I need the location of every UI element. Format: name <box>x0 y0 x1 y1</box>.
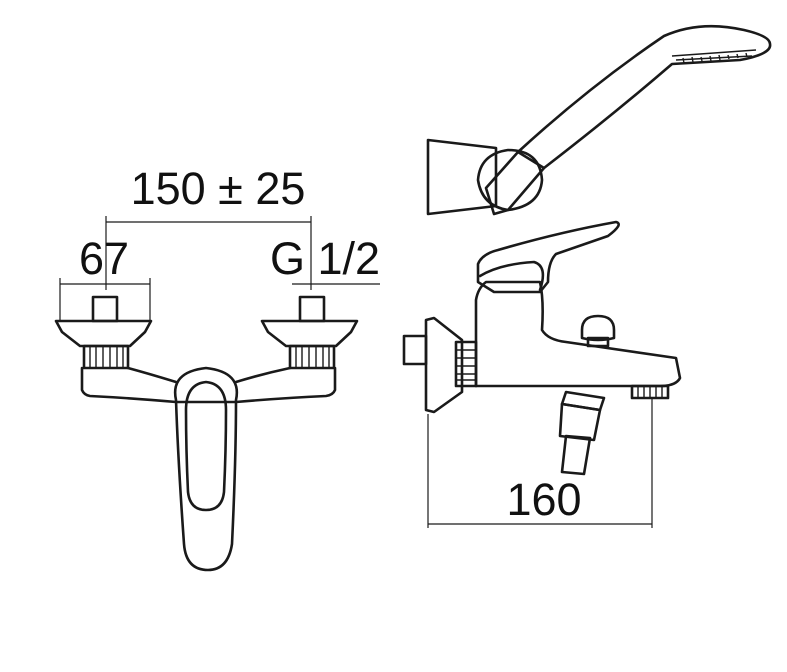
dimension-projection: 160 <box>427 398 653 528</box>
mixer-body-side <box>474 280 682 388</box>
front-view: 150 ± 25 67 G 1/2 <box>54 163 380 572</box>
dimension-label-center-distance: 150 ± 25 <box>131 163 306 214</box>
dimension-depth: 67 <box>59 233 151 320</box>
wall-flange <box>402 316 478 414</box>
mixer-body <box>80 366 337 404</box>
dimension-label-projection: 160 <box>506 474 581 525</box>
mixer-top-contour <box>126 366 292 384</box>
hand-shower <box>484 24 772 216</box>
dimension-center-distance: 150 ± 25 <box>105 163 312 290</box>
side-view: 160 <box>402 24 772 528</box>
right-eccentric-connector <box>260 295 359 370</box>
hose-connector <box>558 390 606 476</box>
lever-handle <box>173 366 239 572</box>
dimension-label-thread: G 1/2 <box>270 233 380 284</box>
dimension-thread: G 1/2 <box>270 233 380 285</box>
dimension-label-depth: 67 <box>79 233 129 284</box>
diverter-knob <box>580 314 616 348</box>
lever-handle-inset <box>184 380 228 512</box>
wall-bracket <box>426 138 544 216</box>
lever-cap-side <box>478 260 545 292</box>
lever-handle-side <box>476 220 620 294</box>
spout-outlet <box>630 384 670 400</box>
left-eccentric-connector <box>54 295 153 370</box>
